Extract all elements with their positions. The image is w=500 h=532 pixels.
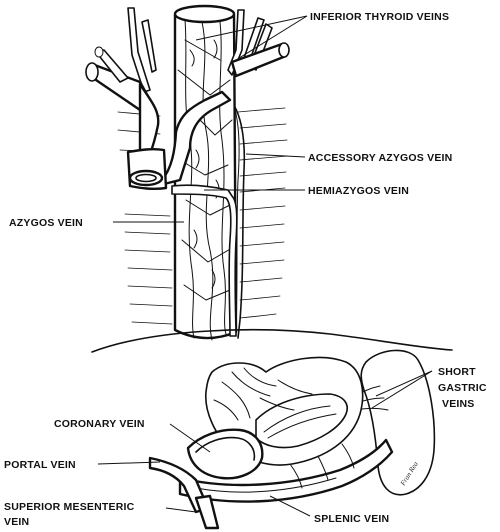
right-paraesophageal-vein [221,94,246,339]
label-splenic-vein: SPLENIC VEIN [314,513,389,525]
diaphragm [91,328,453,353]
intercostal-veins-left [117,111,173,325]
label-inferior-thyroid-veins: INFERIOR THYROID VEINS [310,11,449,23]
esophagus [173,13,238,340]
superior-vena-cava-opening [128,169,164,187]
label-accessory-azygos-vein: ACCESSORY AZYGOS VEIN [308,152,452,164]
label-azygos-vein: AZYGOS VEIN [9,217,83,229]
superior-mesenteric-vein [194,494,220,530]
gastric-venous-network [213,367,313,421]
abdominal-drawing: Fran Rea [148,349,436,530]
esophagus-top-opening [173,4,236,24]
label-hemiazygos-vein: HEMIAZYGOS VEIN [308,185,409,197]
esophagus-drawing [85,4,290,341]
spleen [360,349,436,496]
leader-lines [97,15,433,517]
label-coronary-vein: CORONARY VEIN [54,418,145,430]
label-superior-mesenteric-vein-1: SUPERIOR MESENTERIC [4,501,135,513]
splenic-vein [178,438,394,503]
label-short-gastric-veins-1: SHORT [438,366,476,378]
label-portal-vein: PORTAL VEIN [4,459,76,471]
hemiazygos-vein [171,184,238,337]
label-superior-mesenteric-vein-2: VEIN [4,516,29,528]
label-short-gastric-veins-2: GASTRIC [438,382,487,394]
label-short-gastric-veins-3: VEINS [442,398,475,410]
coronary-vein-stump [186,428,264,480]
intercostal-veins-right [237,107,289,319]
anatomy-labels: INFERIOR THYROID VEINS ACCESSORY AZYGOS … [4,11,487,528]
azygos-arch [138,82,232,187]
inferior-thyroid-vein-branches [127,7,290,93]
